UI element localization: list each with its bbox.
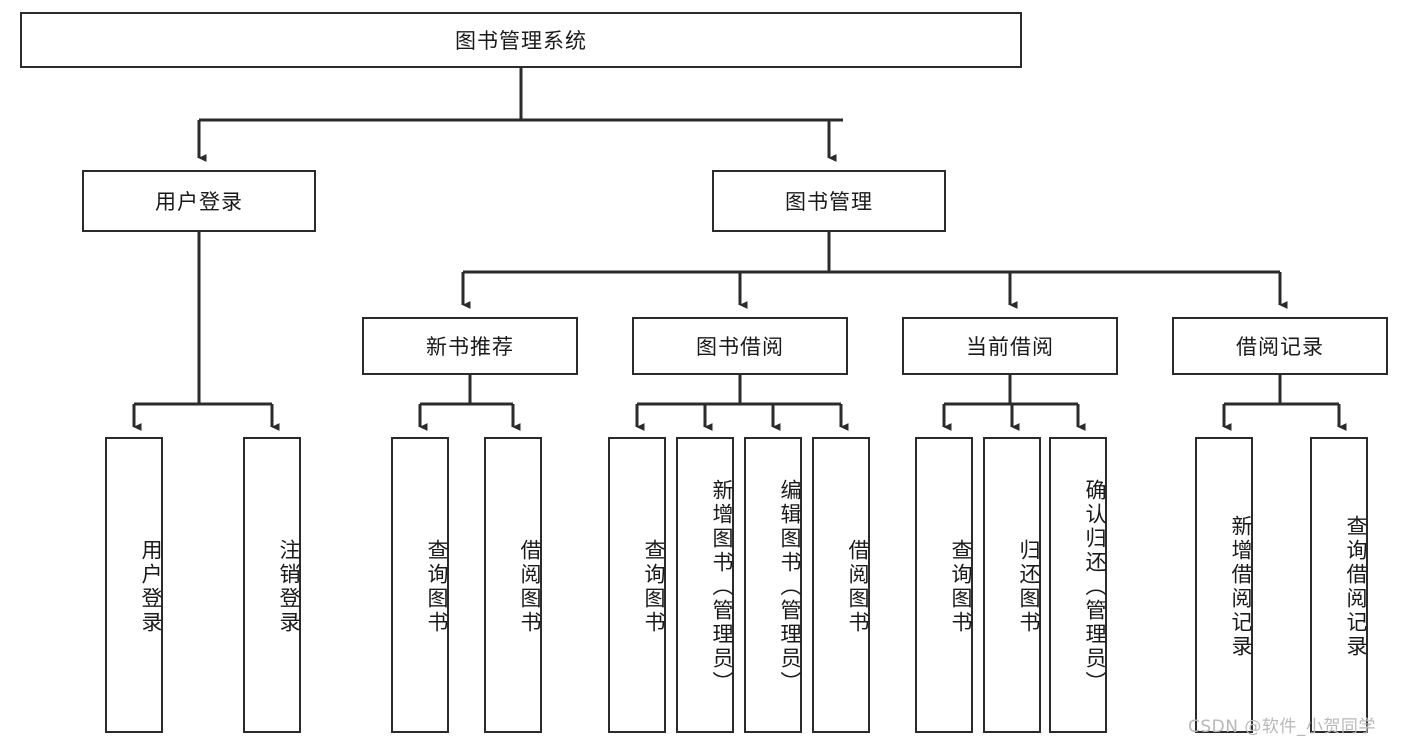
node-leaf-edit-book[interactable]: 编辑图书（管理员）	[744, 437, 802, 733]
node-leaf-query-record[interactable]: 查询借阅记录	[1310, 437, 1368, 733]
node-root[interactable]: 图书管理系统	[20, 12, 1022, 68]
node-book-borrow-label: 图书借阅	[696, 335, 784, 359]
node-leaf-add-book[interactable]: 新增图书（管理员）	[676, 437, 734, 733]
node-leaf-query-book-3-label: 查询图书	[949, 539, 973, 635]
node-leaf-confirm-return[interactable]: 确认归还（管理员）	[1049, 437, 1107, 733]
node-leaf-user-login[interactable]: 用户登录	[105, 437, 163, 733]
node-root-label: 图书管理系统	[455, 29, 587, 53]
node-leaf-query-book-1-label: 查询图书	[425, 539, 449, 635]
node-leaf-query-record-label: 查询借阅记录	[1344, 515, 1368, 659]
node-leaf-logout[interactable]: 注销登录	[243, 437, 301, 733]
node-leaf-query-book-1[interactable]: 查询图书	[391, 437, 449, 733]
watermark-text: CSDN @软件_小贺同学	[1188, 717, 1376, 737]
node-leaf-borrow-book-1[interactable]: 借阅图书	[484, 437, 542, 733]
node-leaf-edit-book-label: 编辑图书（管理员）	[778, 479, 802, 695]
node-leaf-query-book-2[interactable]: 查询图书	[608, 437, 666, 733]
node-book-manage-label: 图书管理	[785, 190, 873, 214]
node-current-borrow-label: 当前借阅	[966, 335, 1054, 359]
node-leaf-query-book-2-label: 查询图书	[642, 539, 666, 635]
node-leaf-add-record-label: 新增借阅记录	[1229, 515, 1253, 659]
node-new-book-rec-label: 新书推荐	[426, 335, 514, 359]
node-leaf-add-book-label: 新增图书（管理员）	[710, 479, 734, 695]
node-current-borrow[interactable]: 当前借阅	[902, 317, 1118, 375]
node-leaf-borrow-book-2-label: 借阅图书	[846, 539, 870, 635]
node-user-login-label: 用户登录	[155, 190, 243, 214]
node-book-borrow[interactable]: 图书借阅	[632, 317, 848, 375]
node-leaf-confirm-return-label: 确认归还（管理员）	[1083, 479, 1107, 695]
node-borrow-record-label: 借阅记录	[1236, 335, 1324, 359]
node-leaf-borrow-book-2[interactable]: 借阅图书	[812, 437, 870, 733]
node-leaf-borrow-book-1-label: 借阅图书	[518, 539, 542, 635]
node-borrow-record[interactable]: 借阅记录	[1172, 317, 1388, 375]
node-leaf-return-book-label: 归还图书	[1017, 539, 1041, 635]
node-leaf-user-login-label: 用户登录	[139, 539, 163, 635]
node-book-manage[interactable]: 图书管理	[712, 170, 946, 232]
node-leaf-logout-label: 注销登录	[277, 539, 301, 635]
node-new-book-rec[interactable]: 新书推荐	[362, 317, 578, 375]
node-leaf-add-record[interactable]: 新增借阅记录	[1195, 437, 1253, 733]
node-leaf-return-book[interactable]: 归还图书	[983, 437, 1041, 733]
node-user-login[interactable]: 用户登录	[82, 170, 316, 232]
node-leaf-query-book-3[interactable]: 查询图书	[915, 437, 973, 733]
